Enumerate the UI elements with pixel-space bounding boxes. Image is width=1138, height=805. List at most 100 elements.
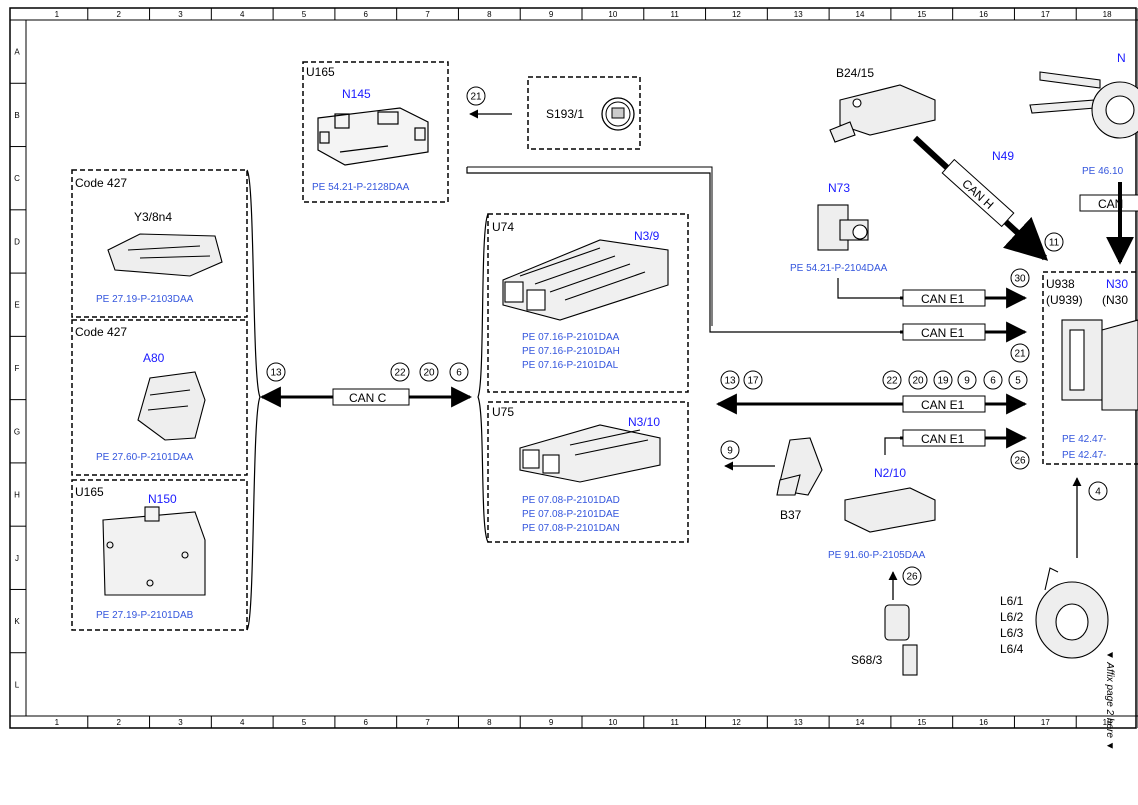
svg-text:6: 6 (456, 368, 462, 379)
component-label-n30-alt: (N30 (1102, 293, 1128, 307)
grid-row-label: H (14, 491, 20, 500)
svg-text:13: 13 (724, 376, 736, 387)
grid-column-label: 2 (116, 10, 121, 19)
grid-column-label: 17 (1041, 718, 1050, 727)
b2415-sensor-drawing (829, 84, 936, 143)
circle-marker: 4 (1088, 481, 1108, 501)
ref-n310-2: PE 07.08-P-2101DAE (522, 509, 620, 520)
label-can-e1-a: CAN E1 (921, 292, 965, 306)
box-title: U165 (75, 485, 104, 499)
circle-marker: 6 (983, 370, 1003, 390)
svg-text:26: 26 (906, 572, 918, 583)
n145-can-e1-line (466, 167, 1000, 333)
n145-can-e1-line-outline (467, 166, 713, 326)
svg-text:22: 22 (394, 368, 406, 379)
box-title: U165 (306, 65, 335, 79)
ref-n73: PE 54.21-P-2104DAA (790, 263, 888, 274)
box-title: U74 (492, 220, 514, 234)
component-label-n49: N49 (992, 149, 1014, 163)
box-u165-top: U165 N145 PE 54.21-P-2128DAA (302, 61, 449, 203)
grid-column-label: 9 (549, 718, 554, 727)
box-s193: S193/1 (527, 76, 641, 150)
component-label-a80: A80 (143, 351, 165, 365)
b37-pedal-drawing (776, 437, 823, 496)
grid-column-label: 10 (608, 718, 617, 727)
n310-ecu-drawing (519, 424, 661, 483)
grid-column-label: 8 (487, 10, 492, 19)
circle-marker: 11 (1044, 232, 1064, 252)
component-label-n145: N145 (342, 87, 371, 101)
n150-drawing (102, 506, 206, 596)
n73-ignition-drawing (817, 204, 869, 251)
circle-marker: 22 (390, 362, 410, 382)
ref-n150: PE 27.19-P-2101DAB (96, 610, 194, 621)
n145-module-drawing (317, 107, 429, 166)
grid-row-label: K (14, 617, 20, 626)
grid-row-label: C (14, 174, 20, 183)
side-note: ▼ Affix page 2 here ▼ (1104, 650, 1115, 751)
component-label-b37: B37 (780, 508, 802, 522)
label-can-e1-b: CAN E1 (921, 326, 965, 340)
label-can-e1-c: CAN E1 (921, 398, 965, 412)
grid-column-label: 4 (240, 10, 245, 19)
circle-marker: 26 (1010, 450, 1030, 470)
n49-steering-drawing (1029, 71, 1138, 139)
grid-row-label: B (14, 111, 19, 120)
component-label-b2415: B24/15 (836, 66, 874, 80)
ref-n39-3: PE 07.16-P-2101DAL (522, 360, 619, 371)
component-label-n49-top: N (1117, 51, 1126, 65)
grid-column-label: 11 (671, 718, 680, 727)
svg-text:9: 9 (964, 376, 970, 387)
grid-row-label: L (15, 680, 20, 689)
n39-ecu-drawing (502, 239, 669, 321)
component-label-l62: L6/2 (1000, 610, 1024, 624)
grid-column-label: 3 (178, 718, 183, 727)
box-title: U75 (492, 405, 514, 419)
grid-column-label: 11 (671, 10, 680, 19)
grid-column-label: 15 (917, 718, 926, 727)
grid-column-label: 6 (364, 718, 369, 727)
circle-marker: 5 (1008, 370, 1028, 390)
svg-text:21: 21 (470, 92, 482, 103)
svg-text:6: 6 (990, 376, 996, 387)
svg-text:26: 26 (1014, 456, 1026, 467)
grid-row-label: D (14, 237, 20, 246)
grid-column-label: 16 (979, 718, 988, 727)
grid-column-label: 7 (425, 718, 430, 727)
grid-column-label: 3 (178, 10, 183, 19)
ref-a80: PE 27.60-P-2101DAA (96, 452, 194, 463)
circle-marker: 6 (449, 362, 469, 382)
component-label-y38n4: Y3/8n4 (134, 210, 172, 224)
svg-text:21: 21 (1014, 349, 1026, 360)
grid-column-label: 17 (1041, 10, 1050, 19)
label-can-c: CAN C (349, 391, 387, 405)
ref-n49: PE 46.10 (1082, 166, 1124, 177)
grid-column-label: 7 (425, 10, 430, 19)
can-e1-bus-a: CAN E1 (900, 287, 1028, 309)
label-can-e1-d: CAN E1 (921, 432, 965, 446)
b37-group: B37 (724, 437, 823, 522)
box-title: Code 427 (75, 176, 127, 190)
s683-switch-drawing (884, 604, 918, 676)
n30-module-drawing (1061, 319, 1138, 411)
svg-text:20: 20 (423, 368, 435, 379)
box-title: Code 427 (75, 325, 127, 339)
grid-column-label: 10 (608, 10, 617, 19)
b2415-group: B24/15 CAN H (829, 66, 1049, 261)
circle-marker: 13 (720, 370, 740, 390)
box-title-2: (U939) (1046, 293, 1083, 307)
component-label-n210: N2/10 (874, 466, 906, 480)
component-label-n39: N3/9 (634, 229, 660, 243)
grid-row-label: F (15, 364, 20, 373)
s683-group: S68/3 (851, 604, 918, 676)
grid-column-label: 13 (794, 718, 803, 727)
ecu-group-brace (477, 213, 489, 543)
circle-marker: 9 (720, 440, 740, 460)
n210-module-drawing (844, 487, 936, 533)
grid-column-label: 14 (856, 718, 865, 727)
circle-markers: 21 13 22 20 6 13 17 22 20 19 9 6 5 9 11 … (266, 86, 1108, 586)
svg-text:19: 19 (937, 376, 949, 387)
